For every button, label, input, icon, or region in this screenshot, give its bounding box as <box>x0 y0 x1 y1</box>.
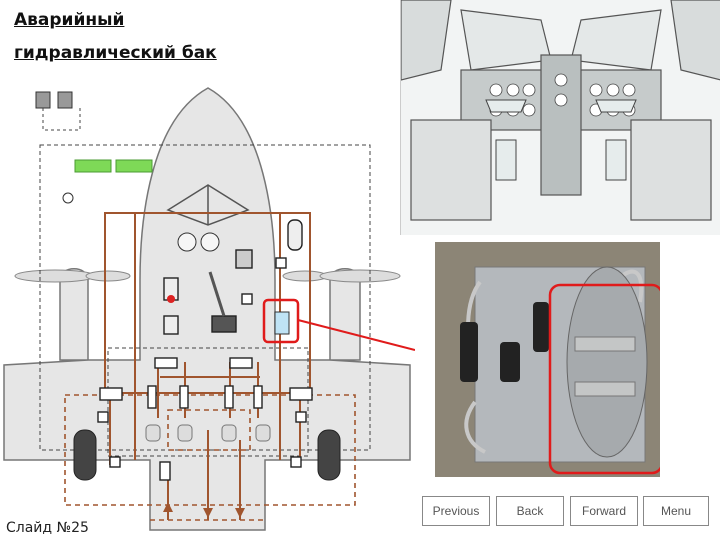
emergency-reservoir <box>274 311 290 335</box>
cockpit-frame <box>166 184 250 226</box>
top-valve-line <box>42 108 81 131</box>
back-button[interactable]: Back <box>496 496 564 526</box>
pressure-gauges <box>177 232 220 252</box>
reservoir-photo <box>435 242 660 477</box>
slide-number: Слайд №25 <box>6 520 89 536</box>
connector-line <box>297 319 415 351</box>
slide-title-line1: Аварийный <box>14 10 125 30</box>
return-lines <box>64 394 356 521</box>
brake-cylinders <box>145 424 271 442</box>
forward-button[interactable]: Forward <box>570 496 638 526</box>
previous-button[interactable]: Previous <box>422 496 490 526</box>
landing-gear-wheels <box>73 429 341 481</box>
propeller-right <box>282 269 401 283</box>
hydraulic-schematic-diagram <box>3 87 415 531</box>
propeller-left <box>14 269 131 283</box>
flow-arrows <box>163 502 245 518</box>
slide-title-line2: гидравлический бак <box>14 43 217 63</box>
slide-title: Аварийный гидравлический бак <box>14 4 244 70</box>
cockpit-illustration <box>400 0 720 235</box>
green-indicators <box>74 159 153 173</box>
reservoir-photo-highlight <box>548 283 660 475</box>
top-valves <box>35 91 73 109</box>
hydraulic-components <box>97 219 313 481</box>
control-lever <box>208 271 226 317</box>
menu-button[interactable]: Menu <box>643 496 709 526</box>
small-indicator <box>62 192 74 204</box>
warning-lamp <box>167 295 175 303</box>
